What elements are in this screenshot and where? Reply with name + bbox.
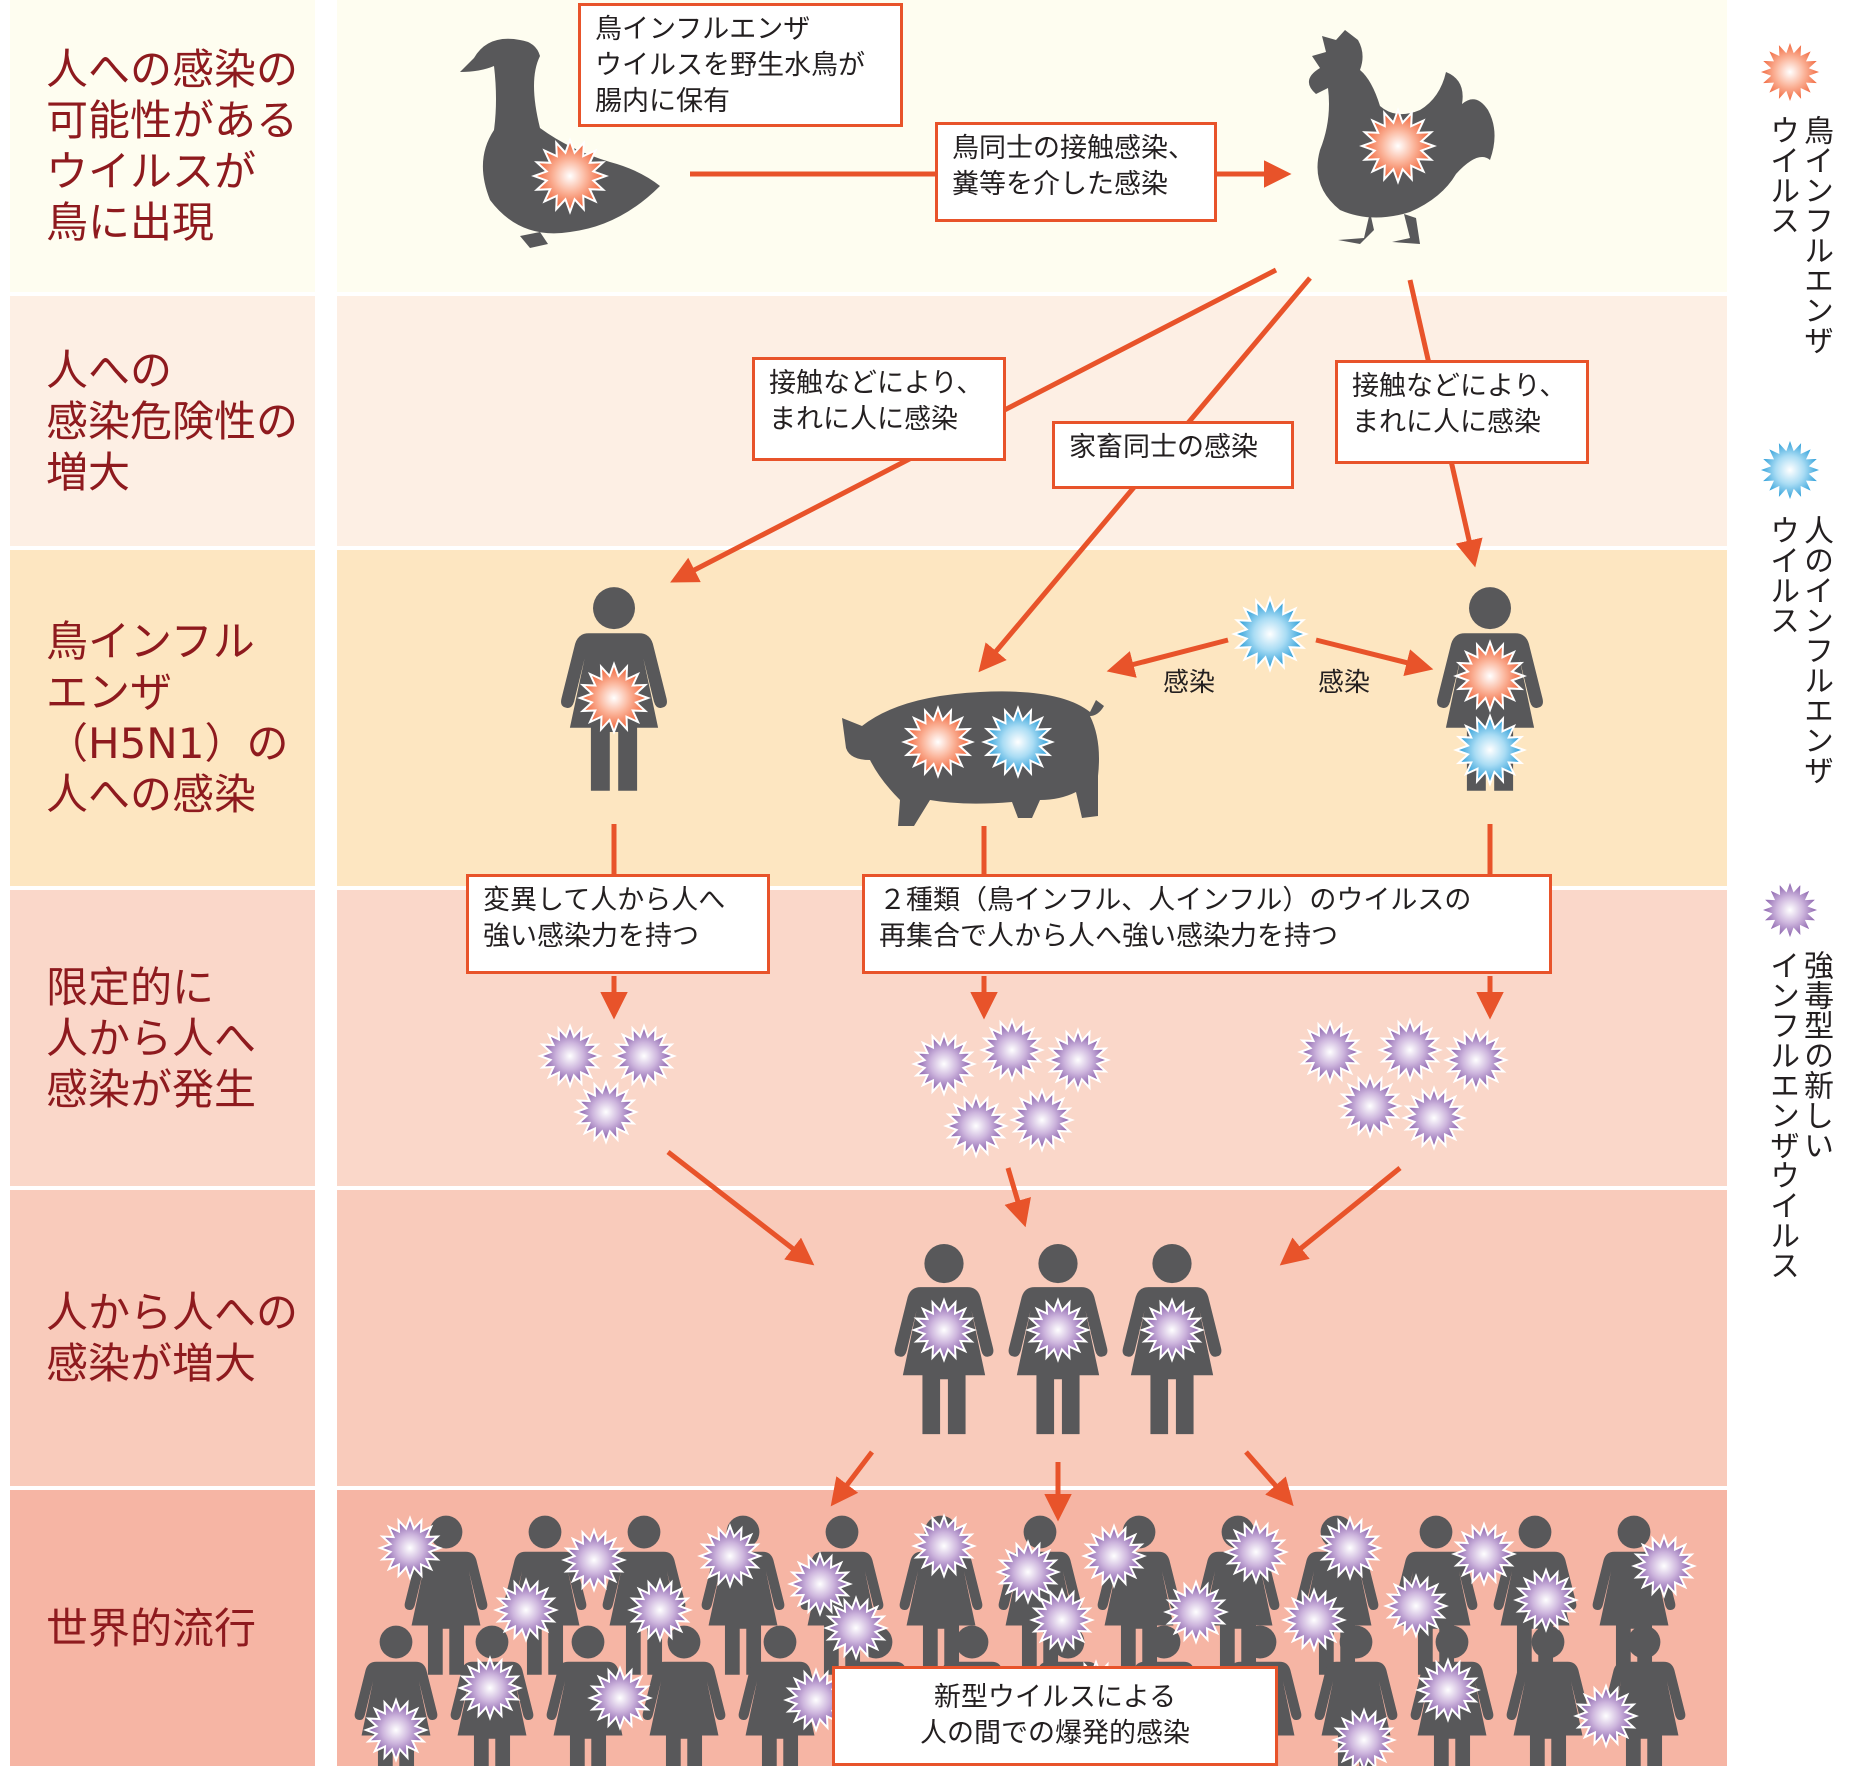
- human-virus-free: [1231, 595, 1309, 673]
- avian-virus-pig: [901, 705, 975, 779]
- human-virus-icon: [1755, 435, 1825, 505]
- new-virus-c1: [1297, 1019, 1363, 1085]
- contact-left-box: 接触などにより、 まれに人に感染: [752, 357, 1006, 461]
- crowd-virus-26: [1415, 1657, 1481, 1723]
- avian-virus-duck: [531, 137, 609, 215]
- contact-right-box: 接触などにより、 まれに人に感染: [1335, 360, 1589, 464]
- new-virus-icon: [1757, 877, 1823, 943]
- crowd-virus-4: [787, 1551, 853, 1617]
- legend-text-human: 人のインフルエンザ ウイルス: [1764, 515, 1833, 785]
- stage-label-1: 人への感染の 可能性がある ウイルスが 鳥に出現: [10, 0, 315, 292]
- crowd-virus-11: [1631, 1533, 1697, 1599]
- mutation-box: 変異して人から人へ 強い感染力を持つ: [466, 874, 770, 974]
- new-virus-b1: [911, 1031, 977, 1097]
- stage-label-5: 人から人への 感染が増大: [10, 1190, 315, 1486]
- stage-label-2: 人への 感染危険性の 増大: [10, 296, 315, 546]
- new-virus-a1: [537, 1023, 603, 1089]
- pig-silhouette: [842, 691, 1104, 826]
- crowd-virus-1: [377, 1515, 443, 1581]
- new-virus-b4: [943, 1093, 1009, 1159]
- crowd-virus-12: [493, 1577, 559, 1643]
- new-virus-b5: [1009, 1087, 1075, 1153]
- new-virus-c2: [1377, 1017, 1443, 1083]
- crowd-virus-27: [1573, 1683, 1639, 1749]
- new-virus-c4: [1337, 1073, 1403, 1139]
- arrow-stage5-to-crowd-right: [1244, 1450, 1294, 1507]
- crowd-virus-10: [1451, 1521, 1517, 1587]
- crowd-virus-15: [1029, 1587, 1095, 1653]
- legend-text-avian: 鳥インフルエンザ ウイルス: [1764, 115, 1833, 355]
- crowd-virus-18: [1383, 1573, 1449, 1639]
- infection-label-left: 感染: [1163, 668, 1216, 698]
- arrow-viruses-b-to-stage5: [1004, 1167, 1031, 1228]
- crowd-virus-16: [1163, 1579, 1229, 1645]
- legend-text-new: 強毒型の新しい インフルエンザウイルス: [1764, 950, 1833, 1280]
- new-virus-a2: [611, 1023, 677, 1089]
- new-virus-stage5-3: [1139, 1297, 1205, 1363]
- crowd-virus-20: [363, 1697, 429, 1763]
- duck-silhouette: [460, 38, 660, 248]
- new-virus-b3: [1045, 1027, 1111, 1093]
- crowd-virus-8: [1223, 1519, 1289, 1585]
- bird-contact-box: 鳥同士の接触感染、 糞等を介した感染: [935, 122, 1217, 222]
- reassortment-box: ２種類（鳥インフル、人インフル）のウイルスの 再集合で人から人へ強い感染力を持つ: [862, 874, 1552, 974]
- crowd-virus-28: [1331, 1707, 1397, 1766]
- stage-label-6: 世界的流行: [10, 1490, 315, 1766]
- avian-virus-icon: [1755, 37, 1825, 107]
- crowd-virus-3: [697, 1523, 763, 1589]
- avian-virus-chicken: [1359, 107, 1437, 185]
- crowd-virus-14: [823, 1595, 889, 1661]
- crowd-virus-19: [1513, 1567, 1579, 1633]
- human-virus-pig: [981, 705, 1055, 779]
- new-virus-stage5-1: [911, 1297, 977, 1363]
- new-virus-stage5-2: [1025, 1297, 1091, 1363]
- arrow-infect-person-right: [1315, 637, 1434, 677]
- crowd-virus-7: [1081, 1523, 1147, 1589]
- arrow-infect-pig: [1106, 637, 1229, 678]
- crowd-virus-21: [457, 1655, 523, 1721]
- crowd-virus-22: [587, 1665, 653, 1731]
- crowd-virus-6: [995, 1539, 1061, 1605]
- stage-label-3: 鳥インフル エンザ （H5N1）の 人への感染: [10, 550, 315, 886]
- crowd-virus-5: [911, 1513, 977, 1579]
- avian-virus-person-right: [1453, 639, 1527, 713]
- new-virus-c3: [1443, 1027, 1509, 1093]
- arrow-viruses-a-to-stage5: [666, 1150, 815, 1266]
- arrow-viruses-c-to-stage5: [1279, 1166, 1402, 1266]
- crowd-virus-9: [1317, 1515, 1383, 1581]
- human-virus-person-right: [1453, 713, 1527, 787]
- stage-label-4: 限定的に 人から人へ 感染が発生: [10, 890, 315, 1186]
- avian-virus-person-left: [577, 661, 651, 735]
- outbreak-box: 新型ウイルスによる 人の間での爆発的感染: [832, 1666, 1278, 1766]
- new-virus-a3: [573, 1079, 639, 1145]
- livestock-box: 家畜同士の感染: [1052, 421, 1294, 489]
- crowd-virus-17: [1281, 1587, 1347, 1653]
- arrow-stage5-to-crowd-left: [830, 1450, 874, 1507]
- wild-bird-box: 鳥インフルエンザ ウイルスを野生水鳥が 腸内に保有: [578, 3, 903, 127]
- infection-label-right: 感染: [1318, 668, 1371, 698]
- new-virus-b2: [979, 1017, 1045, 1083]
- new-virus-c5: [1401, 1085, 1467, 1151]
- crowd-virus-2: [561, 1527, 627, 1593]
- crowd-virus-13: [627, 1577, 693, 1643]
